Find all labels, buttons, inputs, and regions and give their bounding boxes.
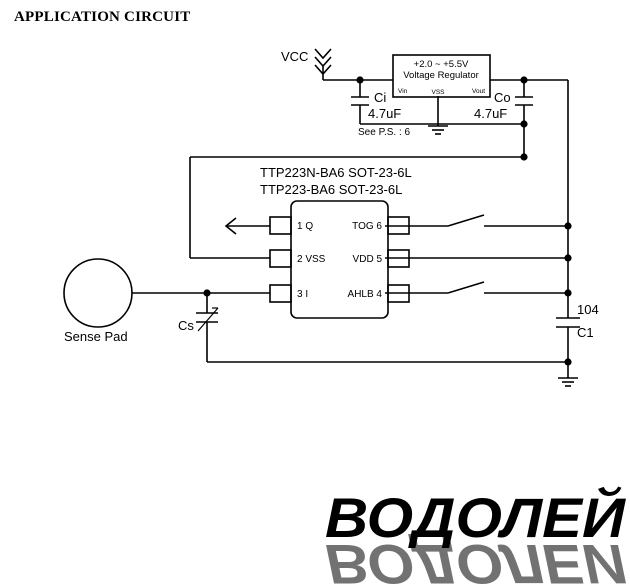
pin-label-vss: 2 VSS bbox=[297, 254, 326, 265]
co-label: Co bbox=[494, 90, 511, 105]
junction-dots bbox=[203, 76, 572, 366]
pin-6 bbox=[387, 216, 410, 235]
pin-label-i: 3 I bbox=[297, 289, 308, 300]
vcc-symbol bbox=[314, 48, 332, 60]
co-value: 4.7uF bbox=[474, 106, 507, 121]
cs-label: Cs bbox=[178, 318, 194, 333]
c1-label: C1 bbox=[577, 325, 594, 340]
circuit-wires bbox=[132, 48, 569, 378]
ps-note: See P.S. : 6 bbox=[358, 127, 411, 138]
pin-label-vdd: VDD 5 bbox=[353, 254, 383, 265]
pin-label-tog: TOG 6 bbox=[352, 221, 382, 232]
sense-pad-label: Sense Pad bbox=[64, 329, 128, 344]
ttp223-chip: 1 Q 2 VSS 3 I TOG 6 VDD 5 AHLB 4 bbox=[269, 200, 410, 319]
labels: VCC Ci 4.7uF Co 4.7uF See P.S. : 6 TTP22… bbox=[64, 49, 599, 344]
ci-capacitor bbox=[351, 96, 369, 106]
pin-2 bbox=[269, 249, 292, 268]
regulator-vss: VSS bbox=[431, 89, 445, 96]
regulator-vout: Vout bbox=[472, 88, 485, 95]
cs-variable-capacitor bbox=[196, 307, 219, 332]
ci-label: Ci bbox=[374, 90, 386, 105]
vcc-label: VCC bbox=[281, 49, 308, 64]
output-arrow-icon bbox=[224, 217, 237, 235]
ground-icon bbox=[558, 377, 578, 387]
regulator-range: +2.0 ~ +5.5V bbox=[414, 59, 469, 70]
watermark-logo: ВОДОЛЕЙ ВОДОЛЕЙ bbox=[325, 486, 627, 585]
regulator-vin: Vin bbox=[398, 88, 408, 95]
watermark-text: ВОДОЛЕЙ bbox=[325, 486, 627, 549]
co-capacitor bbox=[515, 96, 533, 106]
regulator-name: Voltage Regulator bbox=[403, 70, 479, 81]
pin-3 bbox=[269, 284, 292, 303]
ground-icon bbox=[428, 125, 448, 135]
pin-5 bbox=[387, 249, 410, 268]
watermark-reflection: ВОДОЛЕЙ bbox=[325, 533, 627, 585]
chip-title-line2: TTP223-BA6 SOT-23-6L bbox=[260, 182, 402, 197]
pin-label-q: 1 Q bbox=[297, 221, 313, 232]
section-heading: APPLICATION CIRCUIT bbox=[14, 9, 191, 25]
sense-pad bbox=[63, 258, 133, 328]
pin-1 bbox=[269, 216, 292, 235]
chip-title-line1: TTP223N-BA6 SOT-23-6L bbox=[260, 165, 412, 180]
pin-4 bbox=[387, 284, 410, 303]
voltage-regulator: +2.0 ~ +5.5V Voltage Regulator Vin Vout … bbox=[392, 54, 491, 98]
pin-label-ahlb: AHLB 4 bbox=[348, 289, 383, 300]
ci-value: 4.7uF bbox=[368, 106, 401, 121]
c1-value: 104 bbox=[577, 302, 599, 317]
